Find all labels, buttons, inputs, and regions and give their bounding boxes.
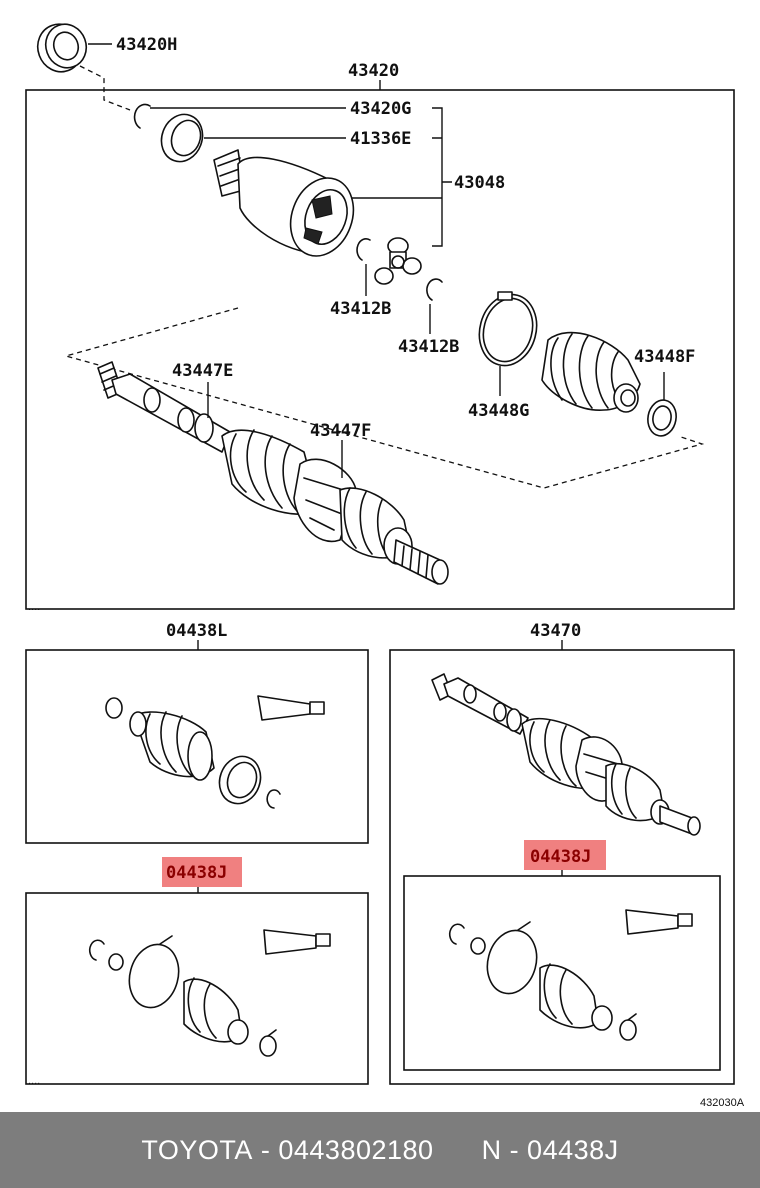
part-shaft-assembly [97,361,449,585]
footer-bar: TOYOTA - 0443802180 N - 04438J [0,1112,760,1188]
label-43448F: 43448F [634,347,695,367]
footer-part-number: 0443802180 [278,1134,434,1165]
part-41336E-ring [160,113,204,163]
label-04438J-left[interactable]: 04438J [166,863,227,883]
part-boot [541,331,641,413]
label-43447E: 43447E [172,361,233,381]
kit-04438L-parts [105,695,325,809]
part-43412B-snap-ring-b [426,278,443,301]
part-43448F-clamp [647,399,677,437]
parts-diagram: 43420H 43420 43420G 41336E 43048 43412B [25,23,745,1109]
label-43412B-a: 43412B [330,299,391,319]
diagram-ref-code: 432030A [700,1097,745,1109]
kit-04438J-right-parts [448,909,693,1041]
svg-text:....: .... [28,1075,40,1087]
assembly-43420-box [25,89,735,610]
label-04438J-right[interactable]: 04438J [530,847,591,867]
part-43448G-clamp [478,291,538,367]
label-43048: 43048 [454,173,505,193]
kit-04438J-left-box [25,892,369,1085]
part-43420G-snap-ring [133,103,151,129]
label-43420: 43420 [348,61,399,81]
label-04438J-left-highlight [162,857,242,887]
label-43412B-b: 43412B [398,337,459,357]
label-43420H: 43420H [116,35,177,55]
assembly-43470-shaft [431,673,701,836]
label-41336E: 41336E [350,129,411,149]
label-04438L: 04438L [166,621,227,641]
footer-part-code: N - 04438J [481,1134,619,1165]
kit-04438L-box [25,649,369,844]
assembly-43470-box [389,649,735,1085]
label-43470: 43470 [530,621,581,641]
label-43448G: 43448G [468,401,529,421]
kit-04438J-left-parts [88,929,331,1057]
label-43447F: 43447F [310,421,371,441]
part-outboard-joint-housing [213,149,355,257]
part-43420H-seal [36,23,88,73]
label-04438J-right-highlight [524,840,606,870]
kit-04438J-right-box [403,875,721,1071]
label-43420G: 43420G [350,99,411,119]
svg-text:....: .... [28,601,40,613]
footer-brand: TOYOTA [141,1134,253,1165]
part-tripod [374,237,422,285]
part-43412B-snap-ring-a [356,238,371,261]
